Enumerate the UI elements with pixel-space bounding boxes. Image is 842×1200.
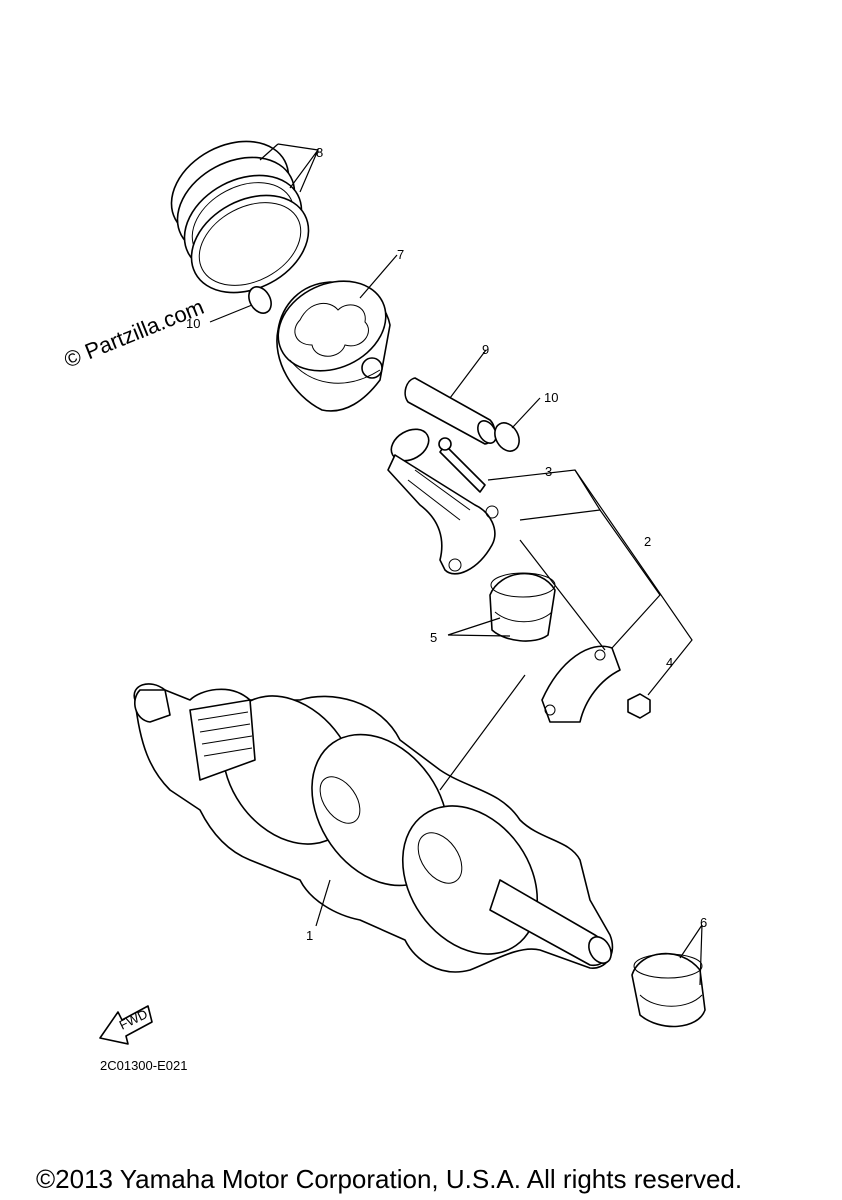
callout-10-left: 10 (186, 316, 200, 331)
piston (276, 280, 391, 412)
copyright-notice: ©2013 Yamaha Motor Corporation, U.S.A. A… (36, 1164, 742, 1194)
callout-6: 6 (700, 915, 707, 930)
callout-10-right: 10 (544, 390, 558, 405)
rod-cap (541, 645, 621, 723)
fwd-arrow-icon: FWD (99, 1005, 153, 1045)
callout-3: 3 (545, 464, 552, 479)
connecting-rod (387, 428, 499, 575)
circlip-right (494, 422, 520, 452)
rod-nut (627, 693, 651, 719)
reference-code: 2C01300-E021 (100, 1058, 187, 1073)
callout-4: 4 (666, 655, 673, 670)
callout-5: 5 (430, 630, 437, 645)
main-bearing (631, 952, 706, 1028)
callout-9: 9 (482, 342, 489, 357)
piston-pin (404, 377, 497, 445)
callout-8: 8 (316, 145, 323, 160)
callout-2: 2 (644, 534, 651, 549)
crankshaft (133, 683, 614, 973)
callout-1: 1 (306, 928, 313, 943)
leader-lines (209, 143, 703, 986)
watermark: © Partzilla.com (61, 294, 208, 373)
piston-rings (170, 140, 310, 294)
callout-numbers: 8 7 10 9 10 3 2 5 4 6 1 (186, 145, 707, 943)
big-end-bearings (489, 572, 556, 642)
callout-7: 7 (397, 247, 404, 262)
